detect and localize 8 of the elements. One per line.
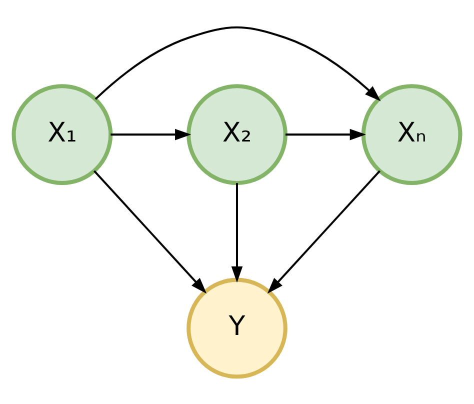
arrow — [94, 170, 207, 294]
arrow — [94, 26, 381, 102]
arrow — [267, 170, 380, 294]
arrow — [110, 128, 192, 140]
node-circle: X₂ — [186, 84, 288, 185]
node-circle: X₁ — [12, 84, 113, 185]
arrow — [285, 128, 366, 140]
arrow — [231, 183, 243, 283]
